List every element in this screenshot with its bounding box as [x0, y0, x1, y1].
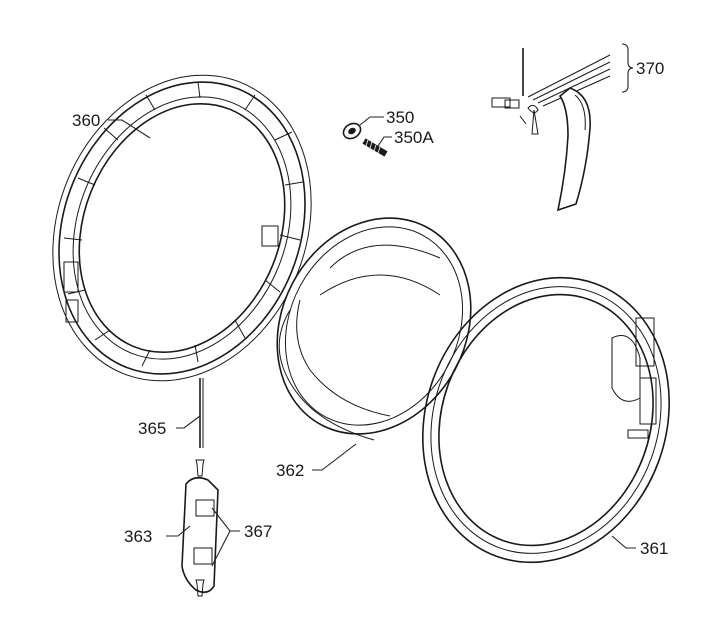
- callout-362: 362: [276, 461, 304, 480]
- callout-365: 365: [138, 419, 166, 438]
- callout-360: 360: [72, 111, 100, 130]
- callout-350: 350: [386, 108, 414, 127]
- part-363-hinge: [181, 476, 219, 594]
- callout-350a: 350A: [394, 128, 434, 147]
- part-367-screws: [195, 459, 205, 597]
- callout-367: 367: [244, 522, 272, 541]
- part-370-handle-assembly: [491, 48, 611, 212]
- part-362-door-glass: [276, 217, 472, 441]
- callout-370: 370: [636, 59, 664, 78]
- leader-lines: [108, 43, 636, 567]
- callout-363: 363: [124, 527, 152, 546]
- part-365-hinge-pin: [199, 378, 204, 448]
- callout-labels: 360 350 350A 370 365 362 363 367 361: [72, 59, 668, 558]
- part-350a-spring: [362, 138, 388, 157]
- callout-361: 361: [640, 539, 668, 558]
- part-361-outer-door-frame: [422, 276, 670, 564]
- part-350-cap: [342, 122, 362, 140]
